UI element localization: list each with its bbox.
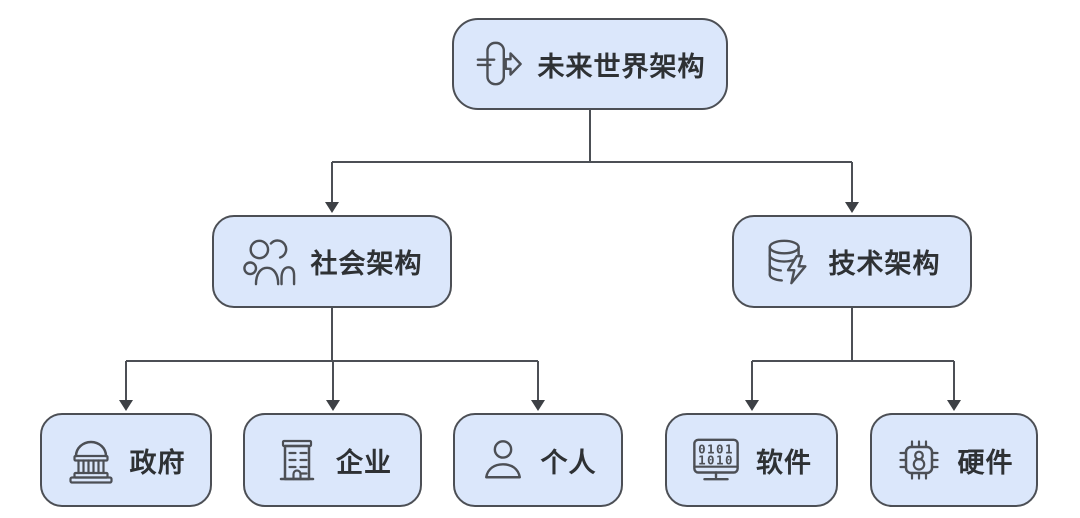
node-individual-label: 个人 <box>540 447 597 478</box>
person-icon <box>480 436 526 484</box>
people-group-icon <box>242 237 296 287</box>
data-transfer-icon <box>475 39 523 89</box>
node-root-label: 未来世界架构 <box>537 51 706 82</box>
node-software-label: 软件 <box>756 447 812 478</box>
node-software: 0101 1010 软件 <box>665 413 838 507</box>
node-root: 未来世界架构 <box>452 18 728 110</box>
node-social: 社会架构 <box>212 215 452 308</box>
node-social-label: 社会架构 <box>310 249 423 279</box>
node-government-label: 政府 <box>129 447 186 478</box>
node-enterprise-label: 企业 <box>336 447 392 478</box>
node-individual: 个人 <box>453 413 623 507</box>
node-enterprise: 企业 <box>243 413 422 507</box>
node-hardware-label: 硬件 <box>957 447 1014 478</box>
database-lightning-icon <box>764 236 814 288</box>
node-tech-label: 技术架构 <box>828 249 941 279</box>
binary-row-1: 0101 <box>698 441 734 456</box>
node-tech: 技术架构 <box>732 215 972 308</box>
node-hardware: 硬件 <box>870 413 1038 507</box>
office-building-icon <box>273 435 321 485</box>
bank-icon <box>67 435 115 485</box>
node-government: 政府 <box>40 413 212 507</box>
chip-8-icon <box>895 436 943 484</box>
binary-row-2: 1010 <box>698 452 734 467</box>
binary-monitor-icon: 0101 1010 <box>691 435 741 485</box>
